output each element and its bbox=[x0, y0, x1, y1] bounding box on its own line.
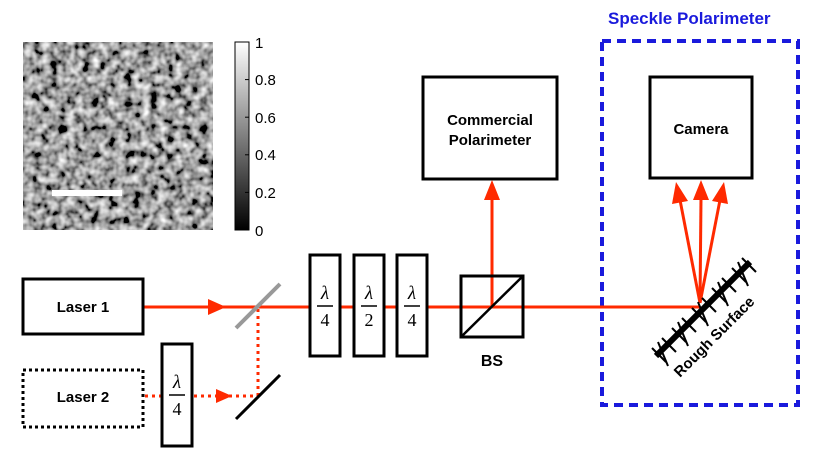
waveplate-2-lambda: λ bbox=[364, 283, 373, 304]
speckle-polarimeter-region bbox=[600, 39, 800, 407]
fold-mirror bbox=[234, 373, 282, 421]
beam-splitter: BS bbox=[459, 274, 525, 370]
half-waveplate: λ 2 bbox=[352, 253, 386, 358]
waveplate-3-denominator: 4 bbox=[408, 310, 417, 330]
colorbar-tick-0.4: 0.4 bbox=[255, 147, 276, 164]
colorbar-tick-0.6: 0.6 bbox=[255, 110, 276, 127]
colorbar: 1 0.8 0.6 0.4 0.2 0 bbox=[234, 35, 276, 240]
waveplate-4-lambda: λ bbox=[172, 372, 181, 393]
laser-1-label: Laser 1 bbox=[57, 299, 110, 316]
waveplate-1-lambda: λ bbox=[320, 283, 329, 304]
waveplate-1-denominator: 4 bbox=[321, 310, 330, 330]
beam-combiner-mirror bbox=[234, 282, 282, 330]
quarter-waveplate-1: λ 4 bbox=[308, 253, 342, 358]
beam-splitter-label: BS bbox=[481, 353, 504, 370]
waveplate-2-denominator: 2 bbox=[365, 310, 374, 330]
commercial-polarimeter-label-line2: Polarimeter bbox=[449, 132, 532, 149]
commercial-polarimeter-label-line1: Commercial bbox=[447, 112, 533, 129]
colorbar-tick-0.8: 0.8 bbox=[255, 72, 276, 89]
camera-label: Camera bbox=[673, 121, 729, 138]
scale-bar bbox=[52, 190, 122, 196]
laser-2-label: Laser 2 bbox=[57, 389, 110, 406]
speckle-polarimeter-title: Speckle Polarimeter bbox=[608, 9, 771, 28]
quarter-waveplate-2: λ 4 bbox=[395, 253, 429, 358]
speckle-image bbox=[23, 42, 213, 230]
camera-box: Camera bbox=[648, 75, 754, 180]
colorbar-tick-1: 1 bbox=[255, 35, 263, 52]
laser-beams bbox=[144, 180, 728, 403]
laser-2-quarter-waveplate: λ 4 bbox=[160, 342, 194, 448]
waveplate-4-denominator: 4 bbox=[173, 399, 182, 419]
colorbar-tick-0: 0 bbox=[255, 223, 263, 240]
laser-1-box: Laser 1 bbox=[21, 277, 145, 336]
waveplate-3-lambda: λ bbox=[407, 283, 416, 304]
colorbar-tick-0.2: 0.2 bbox=[255, 185, 276, 202]
commercial-polarimeter-box: Commercial Polarimeter bbox=[421, 75, 559, 181]
laser-2-box: Laser 2 bbox=[21, 368, 145, 429]
